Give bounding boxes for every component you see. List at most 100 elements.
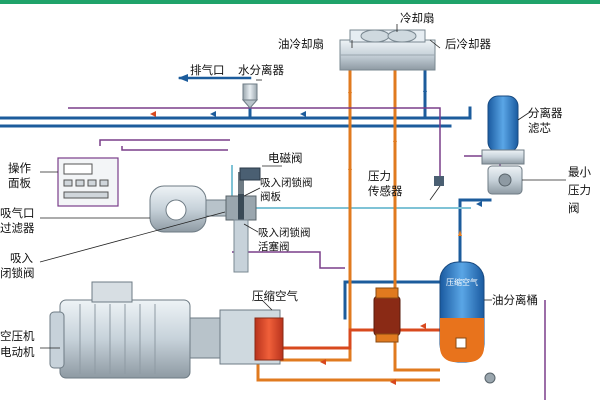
separator-filter-base (481, 149, 525, 165)
solenoid-valve (239, 167, 261, 181)
water-separator (241, 83, 259, 109)
separator-filter-body (487, 95, 519, 153)
min-pressure-valve (487, 165, 523, 195)
label-solenoid-valve: 电磁阀 (268, 151, 303, 165)
arrow-oil-1 (348, 92, 352, 98)
fan-blade-left-icon (360, 29, 390, 43)
leader-lines (39, 24, 566, 349)
label-intake-lock-piston-1: 吸入闭锁阀 (258, 226, 311, 239)
label-separator-filter-2: 滤芯 (528, 121, 551, 135)
arrow-top-3 (210, 111, 216, 117)
control-panel-button-3 (87, 179, 97, 187)
control-line-4 (232, 251, 345, 269)
leader-lock-piston (243, 223, 259, 233)
label-intake-lock-plate-1: 吸入闭锁阀 (260, 176, 313, 189)
label-min-pressure-2: 压力 (568, 183, 591, 197)
tank-sight-glass (455, 337, 467, 349)
label-compressed-air: 压缩空气 (252, 289, 298, 303)
motor-terminal-box (91, 281, 133, 303)
control-panel-button-5 (63, 191, 109, 199)
hot-oil-line (278, 328, 440, 350)
oil-cooler-line-left (300, 70, 352, 362)
water-separator-body (242, 83, 258, 101)
intake-valve-pipe (233, 219, 249, 273)
leader-separator-filter (517, 111, 531, 121)
leader-intake-valve (39, 211, 226, 263)
component-labels: 冷却扇 油冷却扇 后冷却器 排气口 水分离器 分离器 滤芯 电磁阀 操作 面板 … (0, 11, 591, 359)
arrow-bottom-2 (390, 379, 396, 385)
motor-coupling (189, 317, 221, 359)
oil-filter-base (375, 333, 399, 343)
control-line-3 (121, 146, 228, 151)
arrow-oil-2 (393, 136, 397, 142)
compressed-air-line (343, 280, 452, 320)
arrow-top-2 (150, 111, 156, 117)
label-intake-lock-piston-2: 活塞阀 (258, 240, 290, 253)
oil-filter (373, 287, 401, 343)
label-control-panel-1: 操作 (8, 161, 31, 175)
pressure-sensor (434, 176, 444, 186)
label-air-filter-2: 过滤器 (0, 221, 35, 235)
arrow-tank (458, 230, 462, 236)
airend-hot-section (254, 317, 284, 361)
label-intake-lock-valve-1: 吸入 (10, 251, 33, 265)
fan-blade-right-icon (387, 29, 417, 43)
leader-pressure-sensor (429, 185, 441, 201)
cooler-assembly (339, 29, 436, 71)
tank-inner-label: 压缩空气 (446, 277, 478, 287)
air-filter-neck (205, 199, 227, 217)
control-pipelines (68, 107, 546, 400)
control-panel-display (63, 163, 93, 175)
tank-to-valve-line (458, 198, 492, 264)
control-panel-button-2 (75, 179, 85, 187)
label-intake-lock-plate-2: 阀板 (260, 190, 281, 203)
intake-valve-stem (238, 172, 244, 194)
label-min-pressure-3: 阀 (568, 201, 580, 215)
leader-compressed-air (261, 299, 273, 311)
pressure-sensor-body (434, 176, 444, 186)
label-water-separator: 水分离器 (238, 63, 284, 77)
oil-filter-top (375, 287, 399, 299)
label-oil-cooler-fan: 油冷却扇 (278, 37, 324, 51)
tank-oil-level-top (440, 318, 484, 332)
label-control-panel-2: 面板 (8, 176, 31, 190)
leader-lock-plate (243, 187, 261, 197)
label-motor-2: 电动机 (0, 345, 35, 359)
control-panel-button-4 (99, 179, 109, 187)
label-pressure-sensor-1: 压力 (368, 169, 391, 183)
label-intake-lock-valve-2: 闭锁阀 (0, 266, 35, 280)
label-after-cooler: 后冷却器 (445, 37, 491, 51)
intake-valve-plate (238, 192, 244, 224)
motor (49, 281, 221, 379)
label-air-filter-1: 吸气口 (0, 206, 35, 220)
water-separator-drain (241, 99, 259, 109)
arrow-cyan (476, 201, 482, 207)
arrow-bottom-1 (320, 359, 326, 365)
control-line-2 (99, 139, 230, 146)
air-pipelines (0, 68, 492, 320)
solenoid-body (239, 167, 261, 181)
control-panel-button-1 (63, 179, 73, 187)
air-filter-cap (165, 199, 187, 221)
label-motor-1: 空压机 (0, 329, 35, 343)
tank-drain-valve (484, 372, 496, 384)
motor-end-cap (49, 311, 65, 369)
label-oil-separator-tank: 油分离桶 (492, 293, 538, 307)
leader-after-cooler (429, 39, 441, 49)
oil-separator-tank: 压缩空气 (439, 261, 496, 384)
arrow-top-1 (300, 111, 306, 117)
label-separator-filter-1: 分离器 (528, 106, 563, 120)
label-exhaust-port: 排气口 (190, 63, 225, 77)
flow-arrows (150, 74, 482, 385)
label-min-pressure-1: 最小 (568, 165, 591, 179)
arrow-oil-3 (348, 164, 352, 170)
exhaust-line-upper (0, 106, 472, 120)
label-cooling-fan: 冷却扇 (400, 11, 435, 25)
label-pressure-sensor-2: 传感器 (368, 184, 403, 198)
oil-cooler-line-right (393, 70, 440, 372)
header-accent-bar (0, 0, 600, 4)
separator-filter-element (481, 95, 525, 165)
control-line-1 (68, 107, 441, 180)
